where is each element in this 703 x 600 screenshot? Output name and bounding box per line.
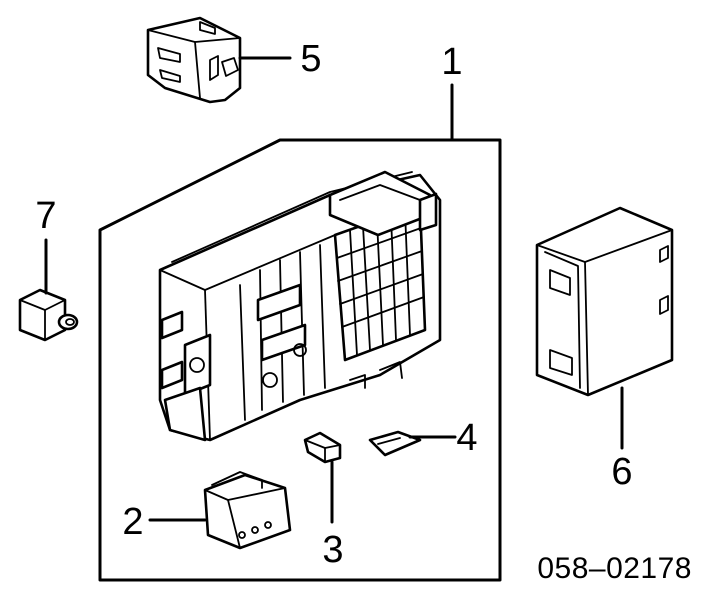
part-5-connector bbox=[146, 16, 242, 104]
callout-3: 3 bbox=[322, 529, 343, 571]
fuse-grid bbox=[336, 210, 425, 356]
callout-5: 5 bbox=[300, 38, 321, 80]
part-4-blade-fuse bbox=[368, 430, 422, 457]
part-3-fuse bbox=[303, 431, 342, 464]
callout-6: 6 bbox=[611, 451, 632, 493]
part-7-bulb-socket bbox=[18, 288, 79, 342]
assembly-frame bbox=[98, 138, 502, 582]
part-1-fuse-box bbox=[158, 170, 442, 442]
part-2-cover bbox=[203, 471, 292, 550]
callout-4: 4 bbox=[456, 417, 477, 459]
callout-7: 7 bbox=[35, 195, 56, 237]
callout-2: 2 bbox=[122, 501, 143, 543]
diagram-code: 058–02178 bbox=[537, 552, 692, 585]
part-6-control-unit bbox=[535, 206, 674, 397]
callout-1: 1 bbox=[441, 41, 462, 83]
